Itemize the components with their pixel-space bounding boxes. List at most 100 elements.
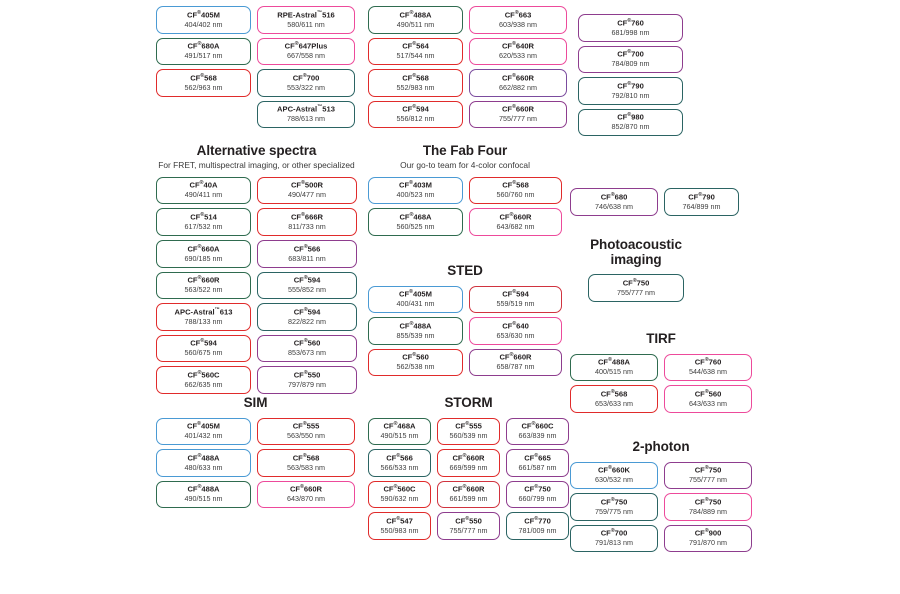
trademark-symbol: ® [197,369,202,376]
dye-name: CF®760 [617,17,644,28]
trademark-symbol: ® [512,41,516,48]
dye-wavelengths: 755/777 nm [689,475,727,485]
dye-wavelengths: 560/539 nm [449,431,488,441]
dye-name: CF®640 [502,320,529,331]
trademark-symbol: ® [300,484,304,491]
trademark-symbol: ® [531,421,536,428]
dye-name: CF®568 [502,180,529,190]
trademark-symbol: ® [303,306,308,313]
dye-wavelengths: 590/632 nm [380,494,419,504]
trademark-symbol: ® [302,452,307,459]
dye-wavelengths: 620/533 nm [499,51,537,61]
dye-name: CF®555 [455,421,482,431]
dye-wavelengths: 764/899 nm [682,201,721,211]
dye-wavelengths: 662/882 nm [499,82,537,92]
dye-name: CF®564 [402,41,429,51]
dye-name: CF®663 [504,9,532,20]
dye-wavelengths: 490/477 nm [288,190,326,200]
dye-name: CF®488A [187,452,220,463]
trademark-symbol: ® [303,369,308,376]
trademark-symbol: ® [197,484,202,491]
dye-wavelengths: 400/431 nm [396,299,435,309]
section-title: 2-photon [632,439,690,454]
